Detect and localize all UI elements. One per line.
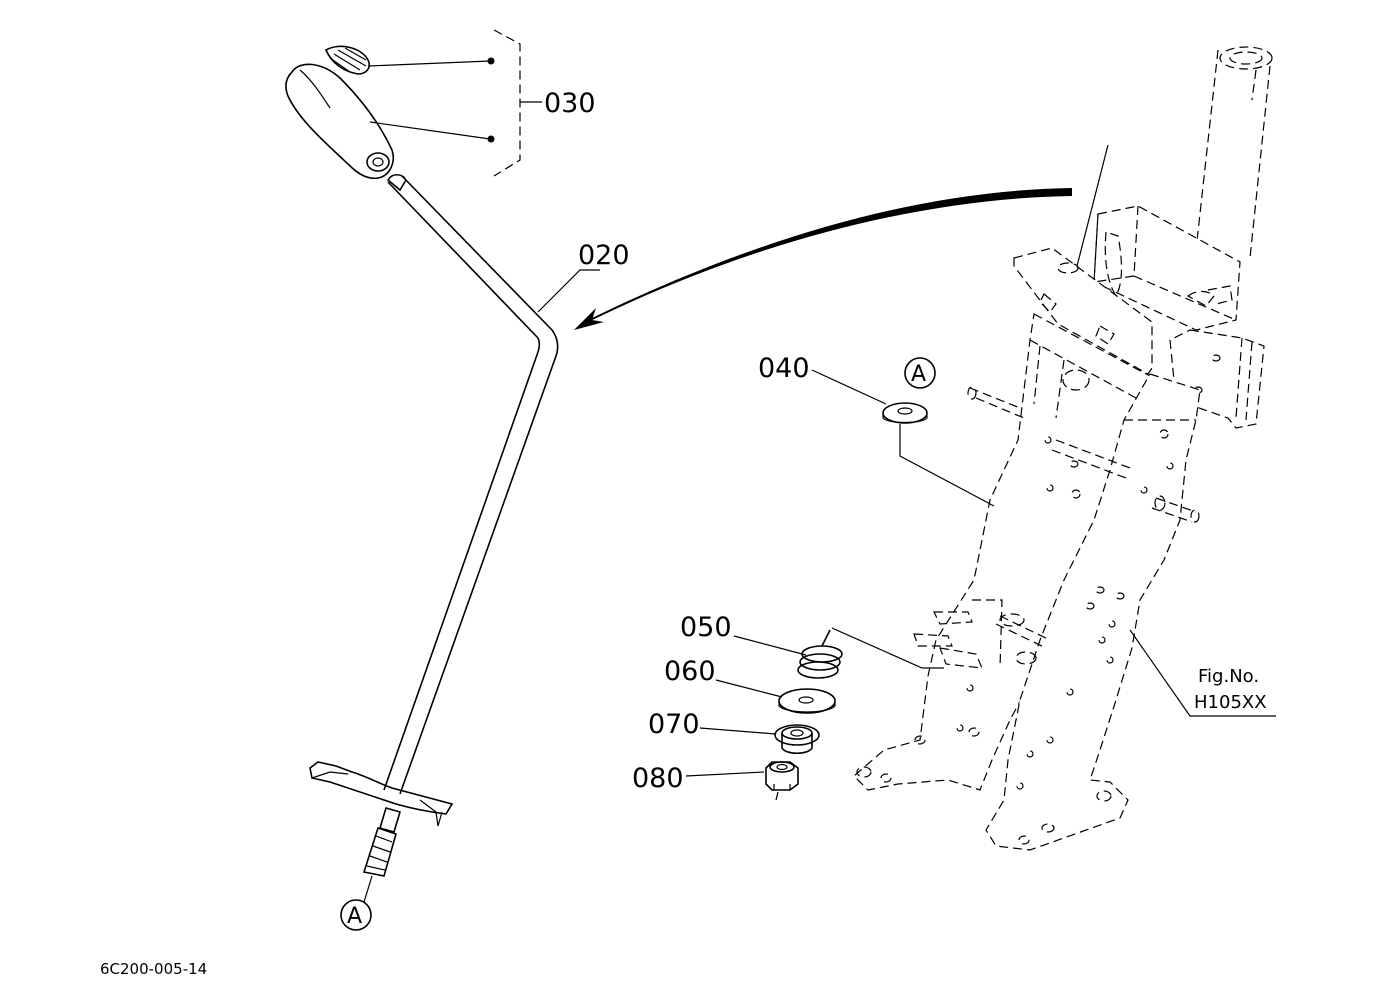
figure-number-callout: Fig.No. H105XX bbox=[1129, 629, 1276, 717]
part-label-030: 030 bbox=[544, 88, 596, 119]
svg-text:A: A bbox=[911, 362, 926, 387]
nut-080: 080 bbox=[632, 761, 799, 801]
part-label-070: 070 bbox=[648, 709, 700, 740]
lever-base-plate bbox=[309, 761, 454, 815]
flange-nut-070: 070 bbox=[648, 709, 820, 755]
part-label-020: 020 bbox=[578, 240, 630, 271]
movement-arrow bbox=[574, 188, 1072, 330]
spring-050: 050 bbox=[680, 612, 944, 679]
lever-rod: 020 bbox=[309, 173, 630, 903]
washer-040: 040 A bbox=[758, 353, 995, 507]
knob-insert-cap bbox=[324, 45, 371, 75]
washer-060: 060 bbox=[664, 656, 836, 714]
knob-body bbox=[285, 63, 394, 180]
knob-bore bbox=[366, 152, 390, 172]
figure-code: 6C200-005-14 bbox=[100, 960, 207, 978]
reference-marker-bottom: A bbox=[340, 899, 372, 931]
part-label-060: 060 bbox=[664, 656, 716, 687]
fig-no-value: H105XX bbox=[1194, 692, 1267, 713]
frame-assembly bbox=[853, 46, 1273, 851]
part-label-040: 040 bbox=[758, 353, 810, 384]
grip-knob-group: 030 bbox=[285, 29, 596, 180]
part-label-080: 080 bbox=[632, 763, 684, 794]
fig-no-label: Fig.No. bbox=[1198, 666, 1259, 687]
svg-text:A: A bbox=[347, 904, 362, 929]
part-label-050: 050 bbox=[680, 612, 732, 643]
